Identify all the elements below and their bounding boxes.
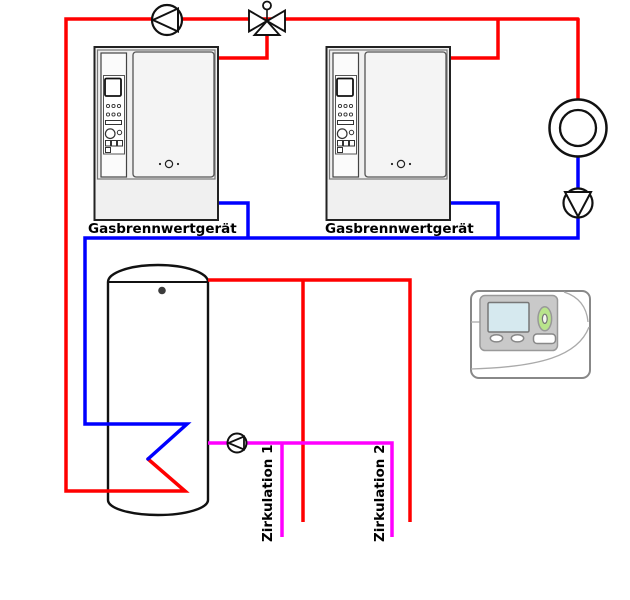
controller-lcd-screen	[487, 301, 530, 333]
pipe-hot-valve-to-boiler1	[218, 21, 269, 60]
boiler-2	[325, 46, 451, 221]
pipe-return-boiler2	[450, 201, 500, 238]
storage-tank	[106, 263, 210, 517]
pipe-circulation-2	[208, 441, 394, 537]
hydraulic-separator-icon	[548, 98, 608, 158]
tank-sensor-dot	[158, 286, 166, 295]
mixing-valve-icon	[248, 0, 286, 36]
boiler-1-label: Gasbrennwertgerät	[88, 221, 237, 237]
controller-knob-slot	[541, 313, 548, 324]
pump-icon-return	[562, 187, 594, 219]
pipe-hot-branch-boiler2	[450, 19, 500, 60]
controller-button-3	[532, 333, 557, 345]
pump-icon-circulation	[226, 432, 248, 454]
pipe-hot-main-loop	[64, 17, 580, 493]
controller-corner-curve	[563, 291, 589, 323]
pipe-dhw-supply	[208, 278, 412, 522]
controller-swoosh-curve	[470, 326, 590, 370]
pump-icon-heating	[150, 3, 184, 37]
pipe-return-boiler1	[218, 201, 250, 238]
return-pipes	[83, 153, 580, 461]
circulation-pipes	[208, 441, 394, 537]
boiler-1	[93, 46, 219, 221]
controller-button-2	[510, 333, 525, 343]
circulation-2-label: Zirkulation 2	[372, 444, 388, 542]
boiler-2-label: Gasbrennwertgerät	[325, 221, 474, 237]
circulation-1-label: Zirkulation 1	[260, 444, 276, 542]
pipe-return-main	[83, 153, 580, 461]
room-controller	[470, 290, 591, 379]
controller-button-1	[489, 333, 504, 343]
